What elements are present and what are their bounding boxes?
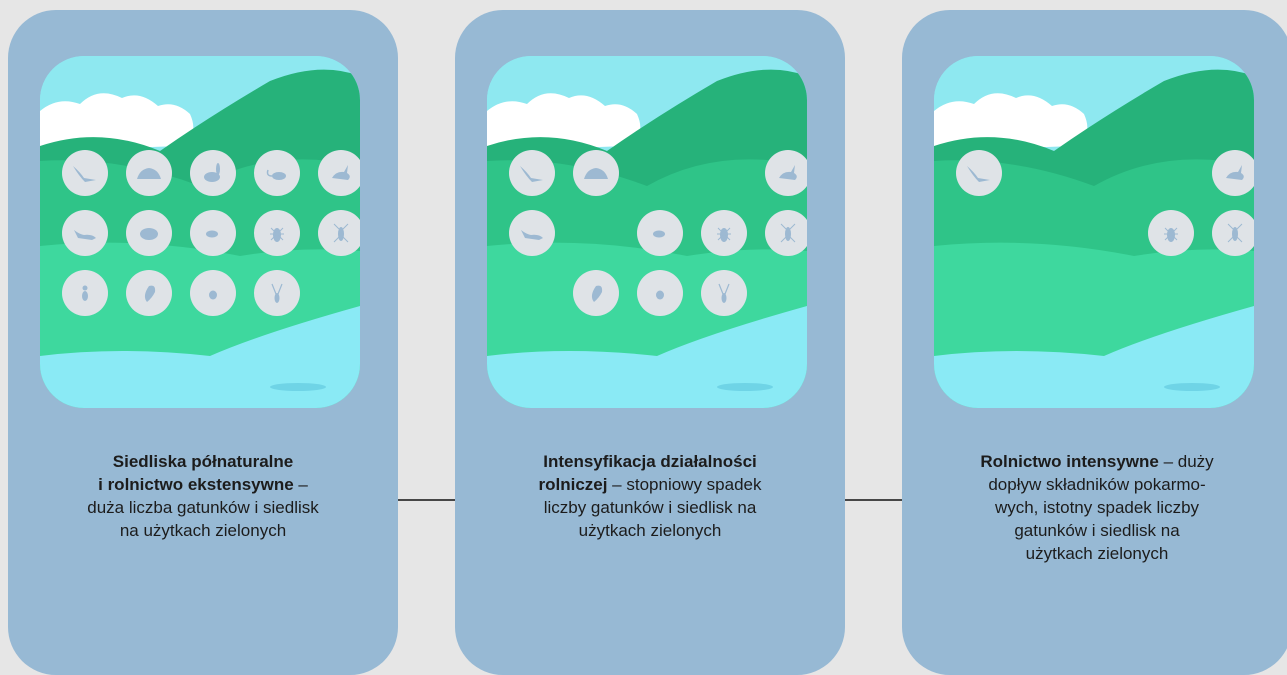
species-grid [40, 56, 360, 408]
hare-icon [1212, 150, 1254, 196]
vole-icon [637, 210, 683, 256]
stage-caption: Intensyfikacja działalności rolniczej – … [515, 450, 785, 542]
hare-icon [318, 150, 360, 196]
landscape-illustration [934, 56, 1254, 408]
cricket-icon [318, 210, 360, 256]
rabbit-icon [190, 150, 236, 196]
cricket-icon [765, 210, 807, 256]
cricket-icon [1212, 210, 1254, 256]
stage-description: – duży dopływ składników pokarmo- wych, … [988, 452, 1214, 563]
mole-hill-icon [126, 150, 172, 196]
stage-panel-intensification: Intensyfikacja działalności rolniczej – … [455, 10, 845, 675]
hare-icon [765, 150, 807, 196]
stage-panel-intensive: Rolnictwo intensywne – duży dopływ skład… [902, 10, 1287, 675]
stage-title: Rolnictwo intensywne [980, 452, 1159, 471]
stage-panel-extensive: Siedliska półnaturalne i rolnictwo ekste… [8, 10, 398, 675]
ladybug-icon [190, 270, 236, 316]
butterfly-icon [573, 270, 619, 316]
otter-icon [509, 210, 555, 256]
landscape-illustration [487, 56, 807, 408]
vole-icon [190, 210, 236, 256]
bird-icon [509, 150, 555, 196]
grasshopper-icon [254, 270, 300, 316]
mouse-icon [254, 150, 300, 196]
mole-hill-icon [573, 150, 619, 196]
landscape-background [934, 56, 1254, 408]
grasshopper-icon [701, 270, 747, 316]
stage-title: Siedliska półnaturalne i rolnictwo ekste… [98, 452, 294, 494]
stage-description: – stopniowy spadek liczby gatunków i sie… [543, 475, 762, 540]
ladybug-icon [637, 270, 683, 316]
landscape-illustration [40, 56, 360, 408]
stage-description: – duża liczba gatunków i siedlisk na uży… [87, 475, 319, 540]
beetle-icon [701, 210, 747, 256]
beetle-icon [254, 210, 300, 256]
ant-icon [62, 270, 108, 316]
hamster-icon [126, 210, 172, 256]
species-grid [487, 56, 807, 408]
stage-title: Intensyfikacja działalności rolniczej [538, 452, 757, 494]
bird-icon [956, 150, 1002, 196]
bird-icon [62, 150, 108, 196]
otter-icon [62, 210, 108, 256]
butterfly-icon [126, 270, 172, 316]
stage-caption: Rolnictwo intensywne – duży dopływ skład… [962, 450, 1232, 565]
species-grid [934, 56, 1254, 408]
beetle-icon [1148, 210, 1194, 256]
stage-caption: Siedliska półnaturalne i rolnictwo ekste… [68, 450, 338, 542]
